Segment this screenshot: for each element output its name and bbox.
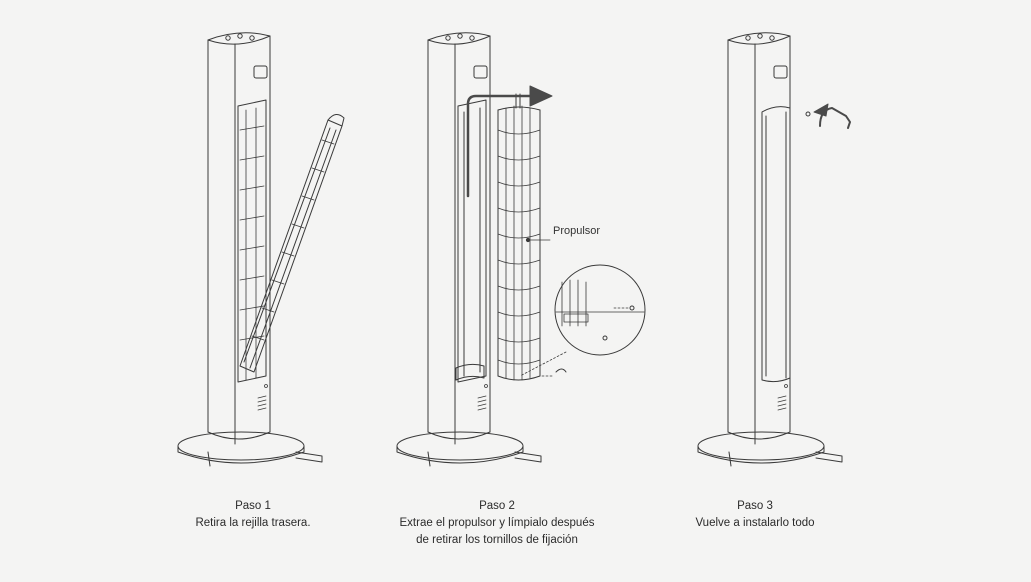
- step-2-title: Paso 2: [479, 500, 515, 512]
- step-1-caption: Paso 1 Retira la rejilla trasera.: [158, 498, 348, 532]
- step-1-description: Retira la rejilla trasera.: [195, 517, 311, 529]
- screw-detail: [519, 264, 646, 377]
- step1-tower-fan: [177, 32, 345, 467]
- step-1-title: Paso 1: [235, 500, 271, 512]
- step-2-caption: Paso 2 Extrae el propulsor y límpialo de…: [392, 498, 602, 549]
- impeller-label: Propulsor: [553, 225, 600, 237]
- impeller: [497, 93, 541, 381]
- lift-arrow: [466, 94, 534, 198]
- step3-tower-fan: [697, 32, 843, 467]
- step-2-description: Extrae el propulsor y límpialo después d…: [399, 517, 595, 546]
- step-3-description: Vuelve a instalarlo todo: [695, 517, 815, 529]
- screw-icon: [805, 111, 811, 117]
- reinstall-arrow-head: [813, 103, 829, 117]
- step-3-title: Paso 3: [737, 500, 773, 512]
- step-3-caption: Paso 3 Vuelve a instalarlo todo: [655, 498, 855, 532]
- step2-tower-fan: [396, 32, 542, 467]
- lift-arrow-head: [529, 85, 553, 107]
